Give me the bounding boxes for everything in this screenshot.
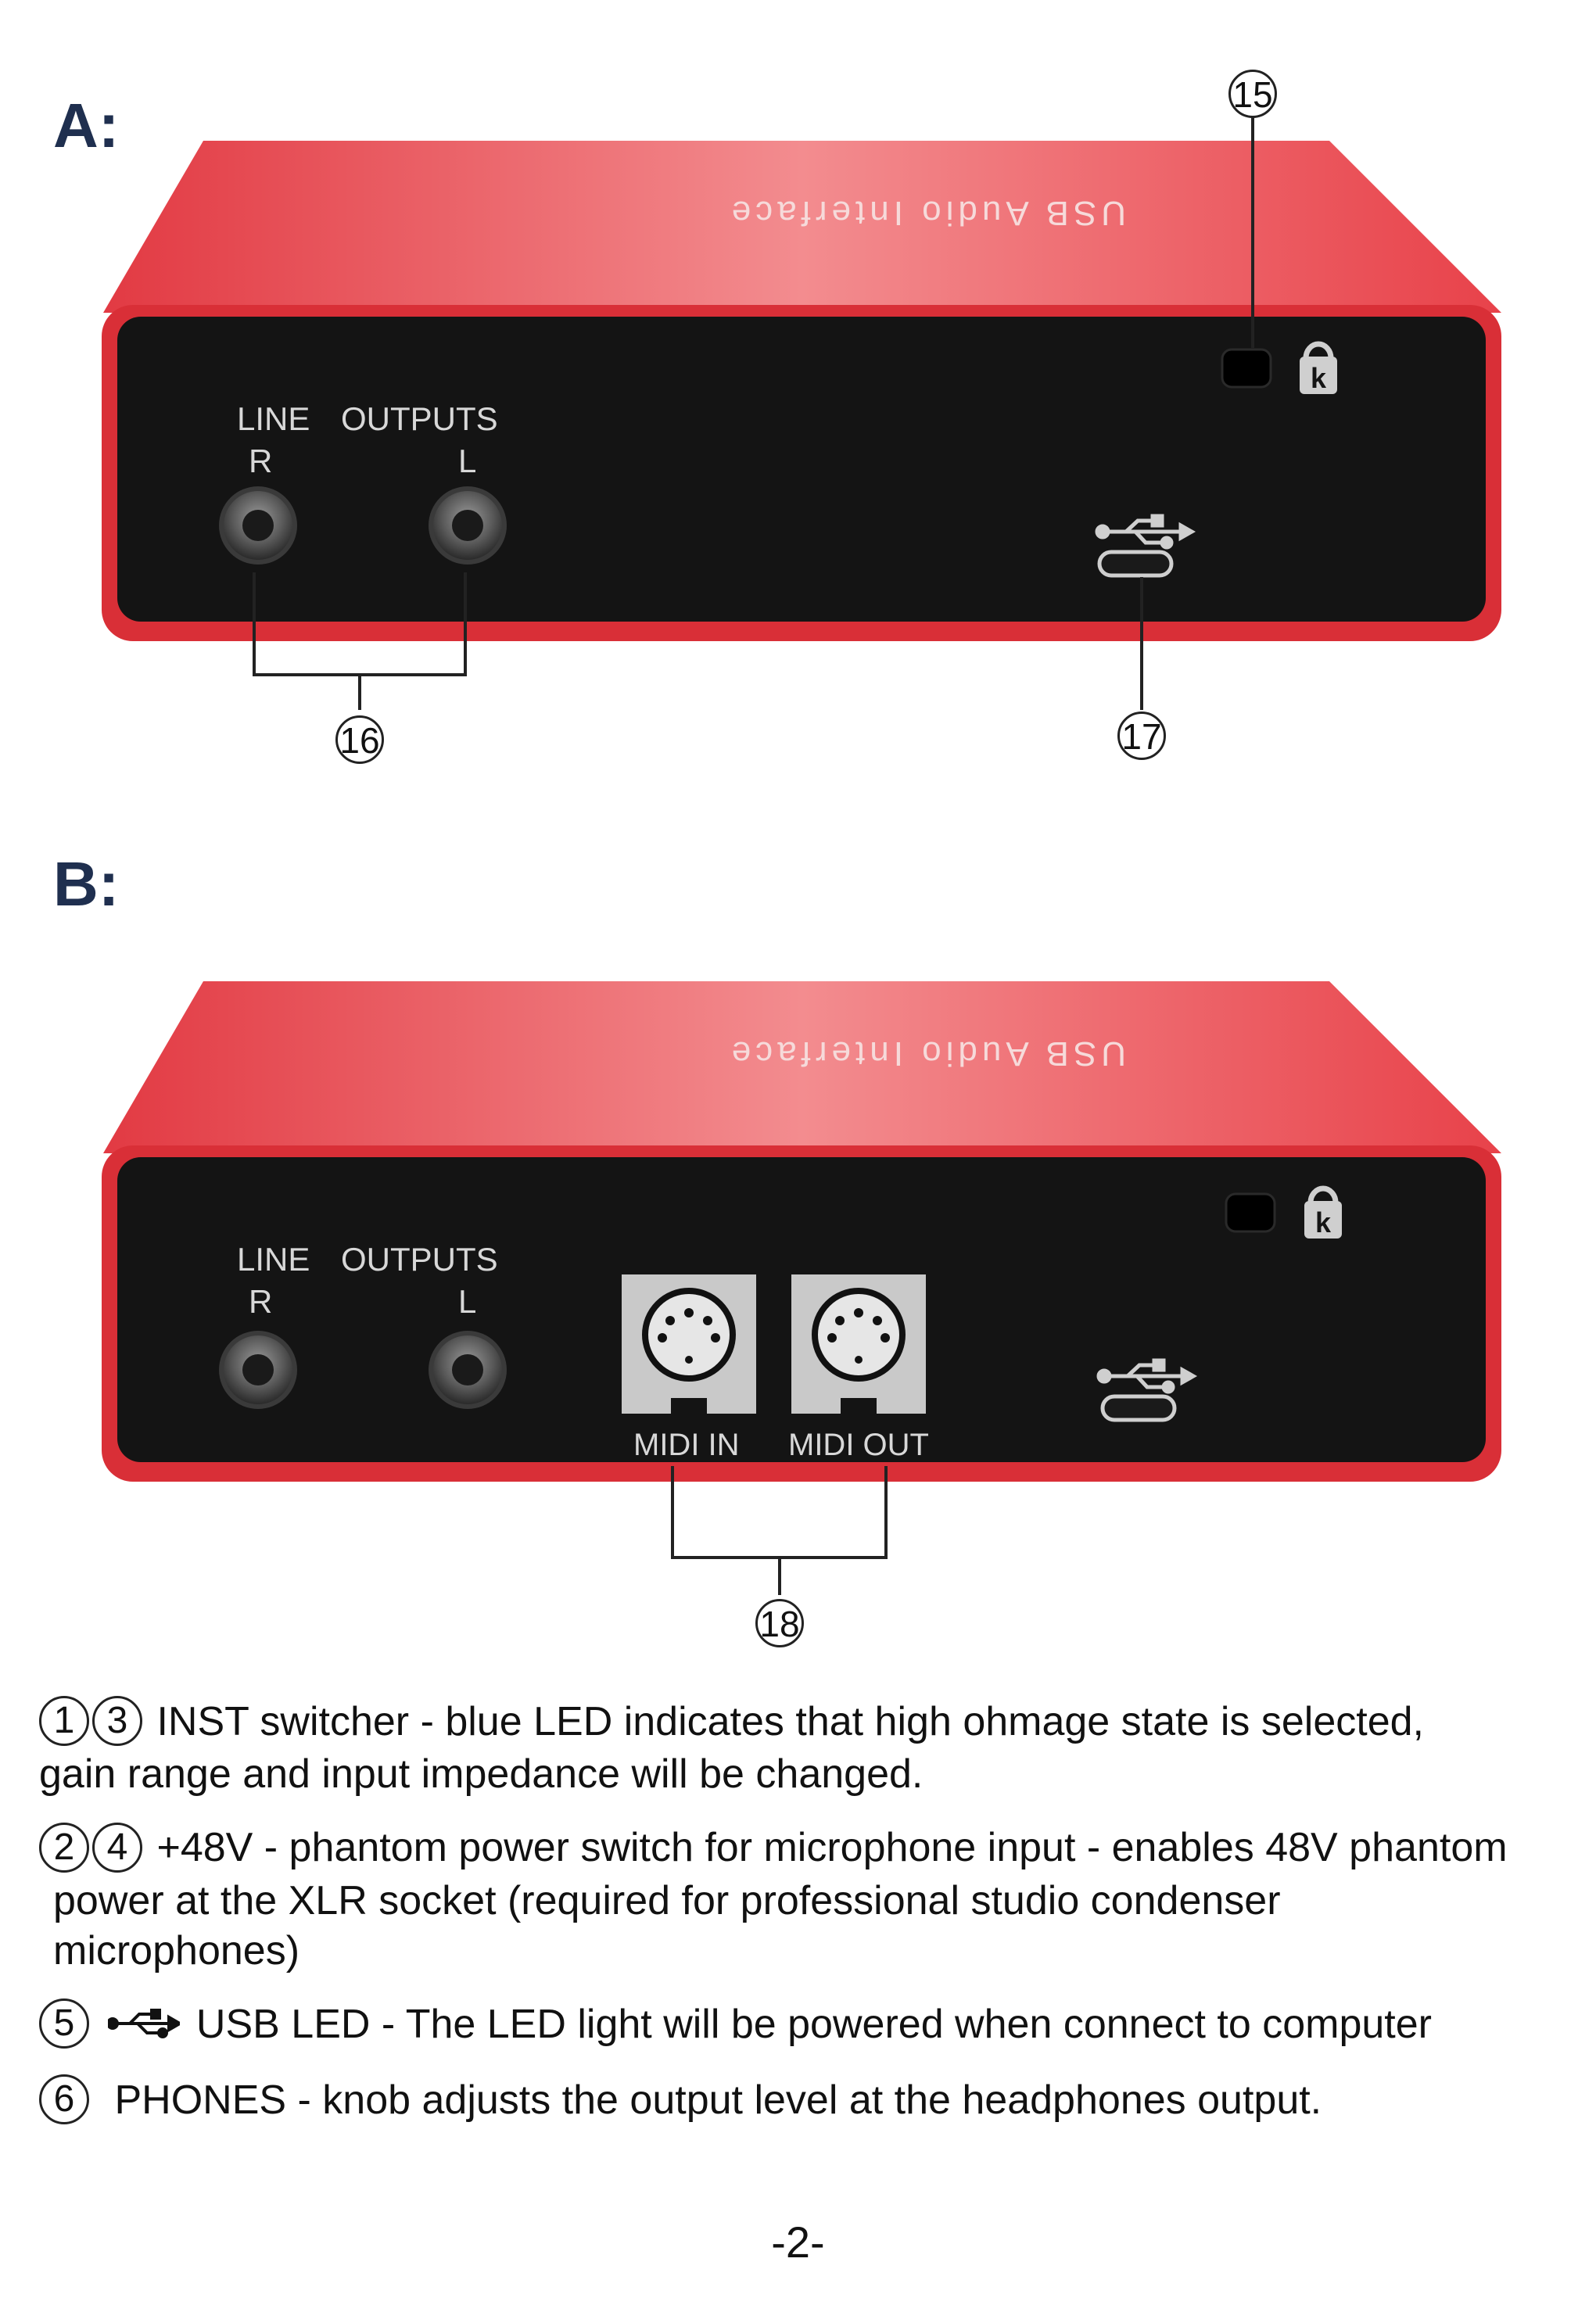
desc-phones: 6 PHONES - knob adjusts the output level… [39,2074,1556,2128]
page-number: -2- [771,2217,825,2267]
device-top-face [103,141,1501,313]
usb-symbol-icon [1096,1358,1198,1394]
device-back-panel [117,317,1486,622]
callout-16: 16 [335,715,384,764]
outputs-label: OUTPUTS [341,1241,498,1278]
lock-icon: k [1304,1185,1342,1239]
desc-text: INST switcher - blue LED indicates that … [156,1699,1424,1744]
kensington-slot [1221,348,1272,389]
jack-r[interactable] [219,1331,297,1409]
usb-c-port[interactable] [1097,550,1174,578]
figure-a: USB Audio Interface LINE OUTPUTS R L k [0,0,1596,782]
jack-l[interactable] [429,486,507,565]
desc-text: power at the XLR socket (required for pr… [53,1877,1281,1923]
figure-a-label: A: [53,91,120,160]
line-label: LINE [237,1241,310,1278]
desc-text: USB LED - The LED light will be powered … [195,2001,1432,2047]
midi-out-label: MIDI OUT [788,1428,929,1462]
callout-num: 4 [92,1822,142,1873]
top-brand-text: USB Audio Interface [727,1034,1126,1073]
desc-text: gain range and input impedance will be c… [39,1751,924,1798]
r-label: R [249,443,272,479]
callout-num: 3 [92,1696,142,1747]
desc-text: microphones) [53,1927,300,1973]
usb-symbol-icon [1095,514,1196,550]
desc-text: PHONES - knob adjusts the output level a… [114,2077,1322,2123]
jack-l[interactable] [429,1331,507,1409]
usb-c-port[interactable] [1100,1394,1177,1422]
callout-num: 6 [39,2074,89,2125]
r-label: R [249,1283,272,1320]
svg-text:k: k [1315,1206,1332,1239]
midi-in-label: MIDI IN [633,1428,740,1462]
callout-num: 2 [39,1822,89,1873]
figure-b: USB Audio Interface LINE OUTPUTS R L [0,841,1596,1647]
midi-out-port[interactable] [791,1274,926,1414]
l-label: L [458,443,476,479]
lock-icon: k [1300,341,1337,394]
usb-icon [108,2008,181,2038]
figure-b-label: B: [53,849,120,919]
outputs-label: OUTPUTS [341,400,498,437]
jack-r[interactable] [219,486,297,565]
callout-num: 1 [39,1696,89,1747]
device-top-face [103,981,1501,1153]
desc-usb-led: 5 USB LED - The LED light will be powere… [39,1998,1556,2052]
svg-text:k: k [1311,362,1327,394]
kensington-slot [1225,1192,1276,1233]
callout-num: 5 [39,1998,89,2049]
top-brand-text: USB Audio Interface [727,194,1126,232]
l-label: L [458,1283,476,1320]
callout-18: 18 [755,1599,804,1647]
line-label: LINE [237,400,310,437]
desc-text: +48V - phantom power switch for micropho… [156,1825,1508,1871]
callout-15: 15 [1228,70,1277,118]
callout-17: 17 [1117,712,1166,760]
midi-in-port[interactable] [622,1274,756,1414]
